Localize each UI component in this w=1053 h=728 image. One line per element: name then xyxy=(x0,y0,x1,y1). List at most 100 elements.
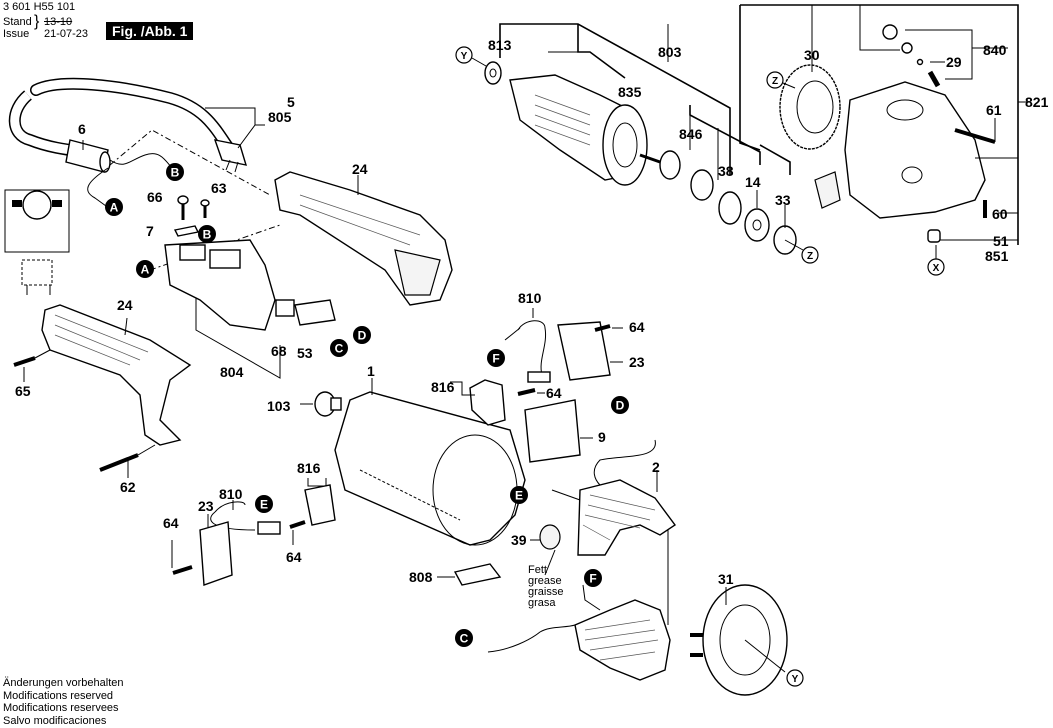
footer-line: Modifications reserved xyxy=(3,689,114,702)
connector-badge-B-2: B xyxy=(198,225,216,243)
part-label-803: 803 xyxy=(658,44,682,60)
part-label-64-d: 64 xyxy=(286,549,302,565)
connector-badge-F-1: F xyxy=(487,349,505,367)
brush-holder-816-top xyxy=(469,379,506,426)
part-label-810-top: 810 xyxy=(518,290,542,306)
connector-badge-E-2: E xyxy=(510,486,528,504)
svg-text:Z: Z xyxy=(807,251,813,262)
svg-text:D: D xyxy=(616,399,625,413)
ref-mark-Y-2: Y xyxy=(786,669,804,687)
rear-handle-housing xyxy=(274,171,453,306)
part-label-33: 33 xyxy=(775,192,791,208)
part-label-30: 30 xyxy=(804,47,820,63)
part-label-23-left: 23 xyxy=(198,498,214,514)
footer-line: Modifications reservees xyxy=(3,702,119,714)
part-label-835: 835 xyxy=(618,84,642,100)
part-label-813: 813 xyxy=(488,37,512,53)
part-label-804: 804 xyxy=(220,364,244,380)
svg-text:B: B xyxy=(171,166,180,180)
part-label-805: 805 xyxy=(268,109,292,125)
power-cord xyxy=(8,77,248,207)
part-label-38: 38 xyxy=(718,163,734,179)
part-number: 3 601 H55 101 xyxy=(3,1,76,13)
svg-text:E: E xyxy=(515,489,523,503)
part-label-6: 6 xyxy=(78,121,86,137)
svg-text:A: A xyxy=(141,263,150,277)
ref-mark-Z-2: Z xyxy=(784,239,819,264)
svg-text:C: C xyxy=(460,632,469,646)
svg-text:C: C xyxy=(335,342,344,356)
part-label-51: 51 xyxy=(993,233,1009,249)
part-label-1: 1 xyxy=(367,363,375,379)
ref-mark-Z-1: Z xyxy=(766,71,796,89)
footer-notes: Änderungen vorbehalten Modifications res… xyxy=(3,677,123,727)
connector-badge-A-1: A xyxy=(105,198,123,216)
part-label-808: 808 xyxy=(409,569,433,585)
part-label-31: 31 xyxy=(718,571,734,587)
part-label-61: 61 xyxy=(986,102,1002,118)
part-label-65: 65 xyxy=(15,383,31,399)
part-label-68: 68 xyxy=(271,343,287,359)
svg-text:graisse: graisse xyxy=(528,586,563,598)
part-label-816-top: 816 xyxy=(431,379,455,395)
part-label-2: 2 xyxy=(652,459,660,475)
end-shield-31 xyxy=(690,584,788,696)
bearing-813 xyxy=(484,61,502,85)
figure-label: Fig. /Abb. 1 xyxy=(106,22,194,40)
old-date: 13-10 xyxy=(44,16,73,28)
label-808 xyxy=(453,563,502,586)
footer-line: Änderungen vorbehalten xyxy=(3,677,124,689)
issue-label: Issue xyxy=(3,28,30,40)
part-103 xyxy=(314,391,342,417)
side-handle xyxy=(41,304,192,446)
part-label-7: 7 xyxy=(146,223,154,239)
screw-61 xyxy=(954,128,996,144)
lock-button xyxy=(882,24,898,40)
part-label-816-bot: 816 xyxy=(297,460,321,476)
part-label-5: 5 xyxy=(287,94,295,110)
ref-mark-Y-1: Y xyxy=(455,46,487,67)
part-label-66: 66 xyxy=(147,189,163,205)
svg-text:D: D xyxy=(358,329,367,343)
part-label-64-b: 64 xyxy=(546,385,562,401)
svg-text:B: B xyxy=(203,228,212,242)
part-label-9: 9 xyxy=(598,429,606,445)
svg-text:A: A xyxy=(110,201,119,215)
part-label-821: 821 xyxy=(1025,94,1049,110)
part-label-24-top: 24 xyxy=(352,161,368,177)
part-label-60: 60 xyxy=(992,206,1008,222)
bevel-gear-30 xyxy=(779,64,841,150)
connector-badge-C-1: C xyxy=(330,339,348,357)
part-label-14: 14 xyxy=(745,174,761,190)
svg-text:Y: Y xyxy=(792,674,799,685)
connector-badge-A-2: A xyxy=(136,260,154,278)
wiring-schematic xyxy=(4,189,70,295)
connector-badge-D-1: D xyxy=(353,326,371,344)
motor-housing xyxy=(334,391,526,546)
svg-text:grease: grease xyxy=(528,575,562,587)
ref-mark-X: X xyxy=(927,245,945,276)
svg-text:F: F xyxy=(589,572,596,586)
part-label-29: 29 xyxy=(946,54,962,70)
footer-line: Salvo modificaciones xyxy=(3,714,107,727)
bearing-38 xyxy=(718,191,742,225)
part-label-63: 63 xyxy=(211,180,227,196)
issue-date: 21-07-23 xyxy=(44,28,89,40)
switch-assembly xyxy=(164,195,336,331)
stand-label: Stand xyxy=(3,16,32,28)
svg-text:X: X xyxy=(933,263,940,274)
gear-housing xyxy=(844,81,986,219)
part-label-24-left: 24 xyxy=(117,297,133,313)
part-label-23-right: 23 xyxy=(629,354,645,370)
connector-badge-B-1: B xyxy=(166,163,184,181)
part-label-39: 39 xyxy=(511,532,527,548)
part-label-64-c: 64 xyxy=(163,515,179,531)
part-label-103: 103 xyxy=(267,398,291,414)
grease-cap-39 xyxy=(539,524,561,550)
part-label-846: 846 xyxy=(679,126,703,142)
field-coil-lower xyxy=(574,599,671,681)
svg-text:Fett: Fett xyxy=(528,564,547,576)
svg-text:F: F xyxy=(492,352,499,366)
brush-cover-23-left xyxy=(199,521,233,586)
